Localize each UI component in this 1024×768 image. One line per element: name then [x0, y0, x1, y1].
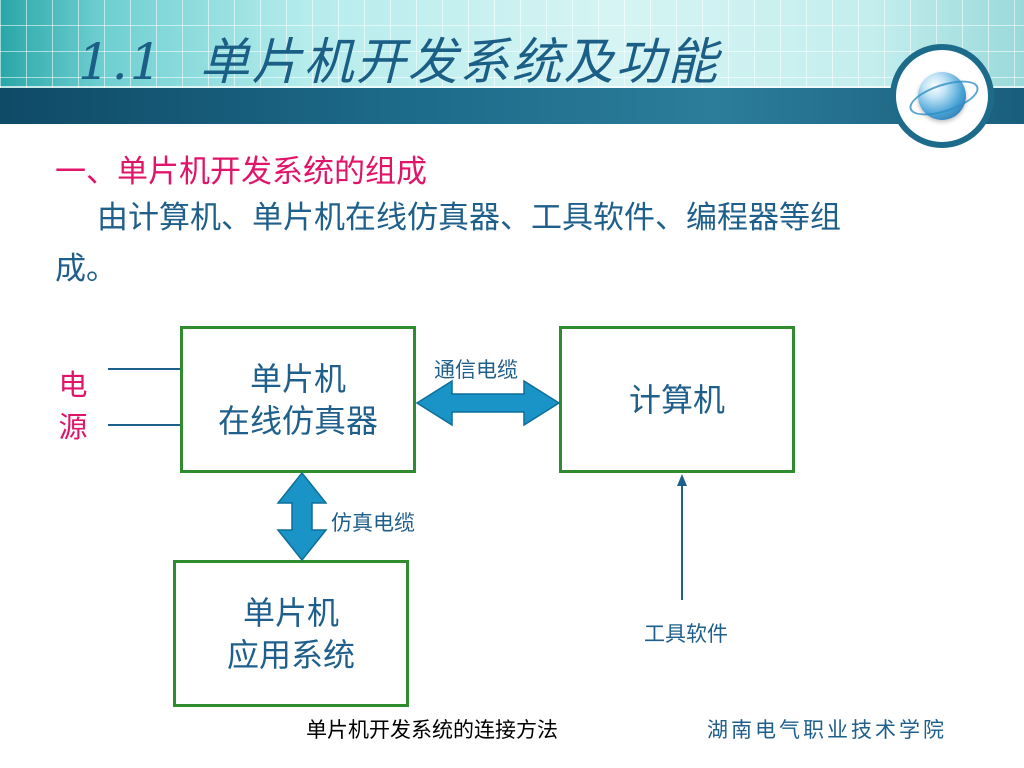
tools-label: 工具软件 [644, 622, 728, 646]
emulator-box: 单片机 在线仿真器 [180, 326, 416, 473]
slide-header [0, 0, 1024, 125]
power-label-char1: 电 [58, 368, 88, 402]
section-number: 1.1 [78, 33, 164, 91]
emu-cable-label: 仿真电缆 [331, 511, 415, 535]
computer-box-label: 计算机 [628, 380, 725, 419]
emu-cable-arrow [276, 471, 328, 562]
tools-arrow-head [677, 474, 687, 486]
power-label: 电 源 [58, 364, 88, 448]
app-box-line2: 应用系统 [226, 635, 355, 674]
slide-title: 1.1 单片机开发系统及功能 [78, 22, 720, 94]
school-name: 湖南电气职业技术学院 [707, 718, 947, 742]
header-band [0, 88, 1024, 124]
paragraph-text: 由计算机、单片机在线仿真器、工具软件、编程器等组成。 [55, 200, 841, 287]
app-box-line1: 单片机 [242, 593, 339, 632]
diagram-caption: 单片机开发系统的连接方法 [306, 718, 558, 742]
title-text: 单片机开发系统及功能 [199, 33, 720, 91]
power-line-top [108, 368, 180, 370]
header-divider [0, 86, 1024, 88]
globe-icon [918, 72, 966, 120]
emulator-box-line1: 单片机 [249, 359, 346, 398]
power-line-bottom [108, 424, 180, 426]
power-label-char2: 源 [58, 410, 88, 444]
application-system-box: 单片机 应用系统 [173, 560, 409, 707]
emulator-box-line2: 在线仿真器 [217, 401, 378, 440]
computer-box: 计算机 [559, 326, 795, 473]
section-heading: 一、单片机开发系统的组成 [55, 154, 427, 190]
body-paragraph: 由计算机、单片机在线仿真器、工具软件、编程器等组成。 [55, 193, 875, 295]
comm-cable-arrow [415, 379, 561, 427]
comm-cable-label: 通信电缆 [434, 358, 518, 382]
header-grid-pattern [0, 0, 1024, 95]
